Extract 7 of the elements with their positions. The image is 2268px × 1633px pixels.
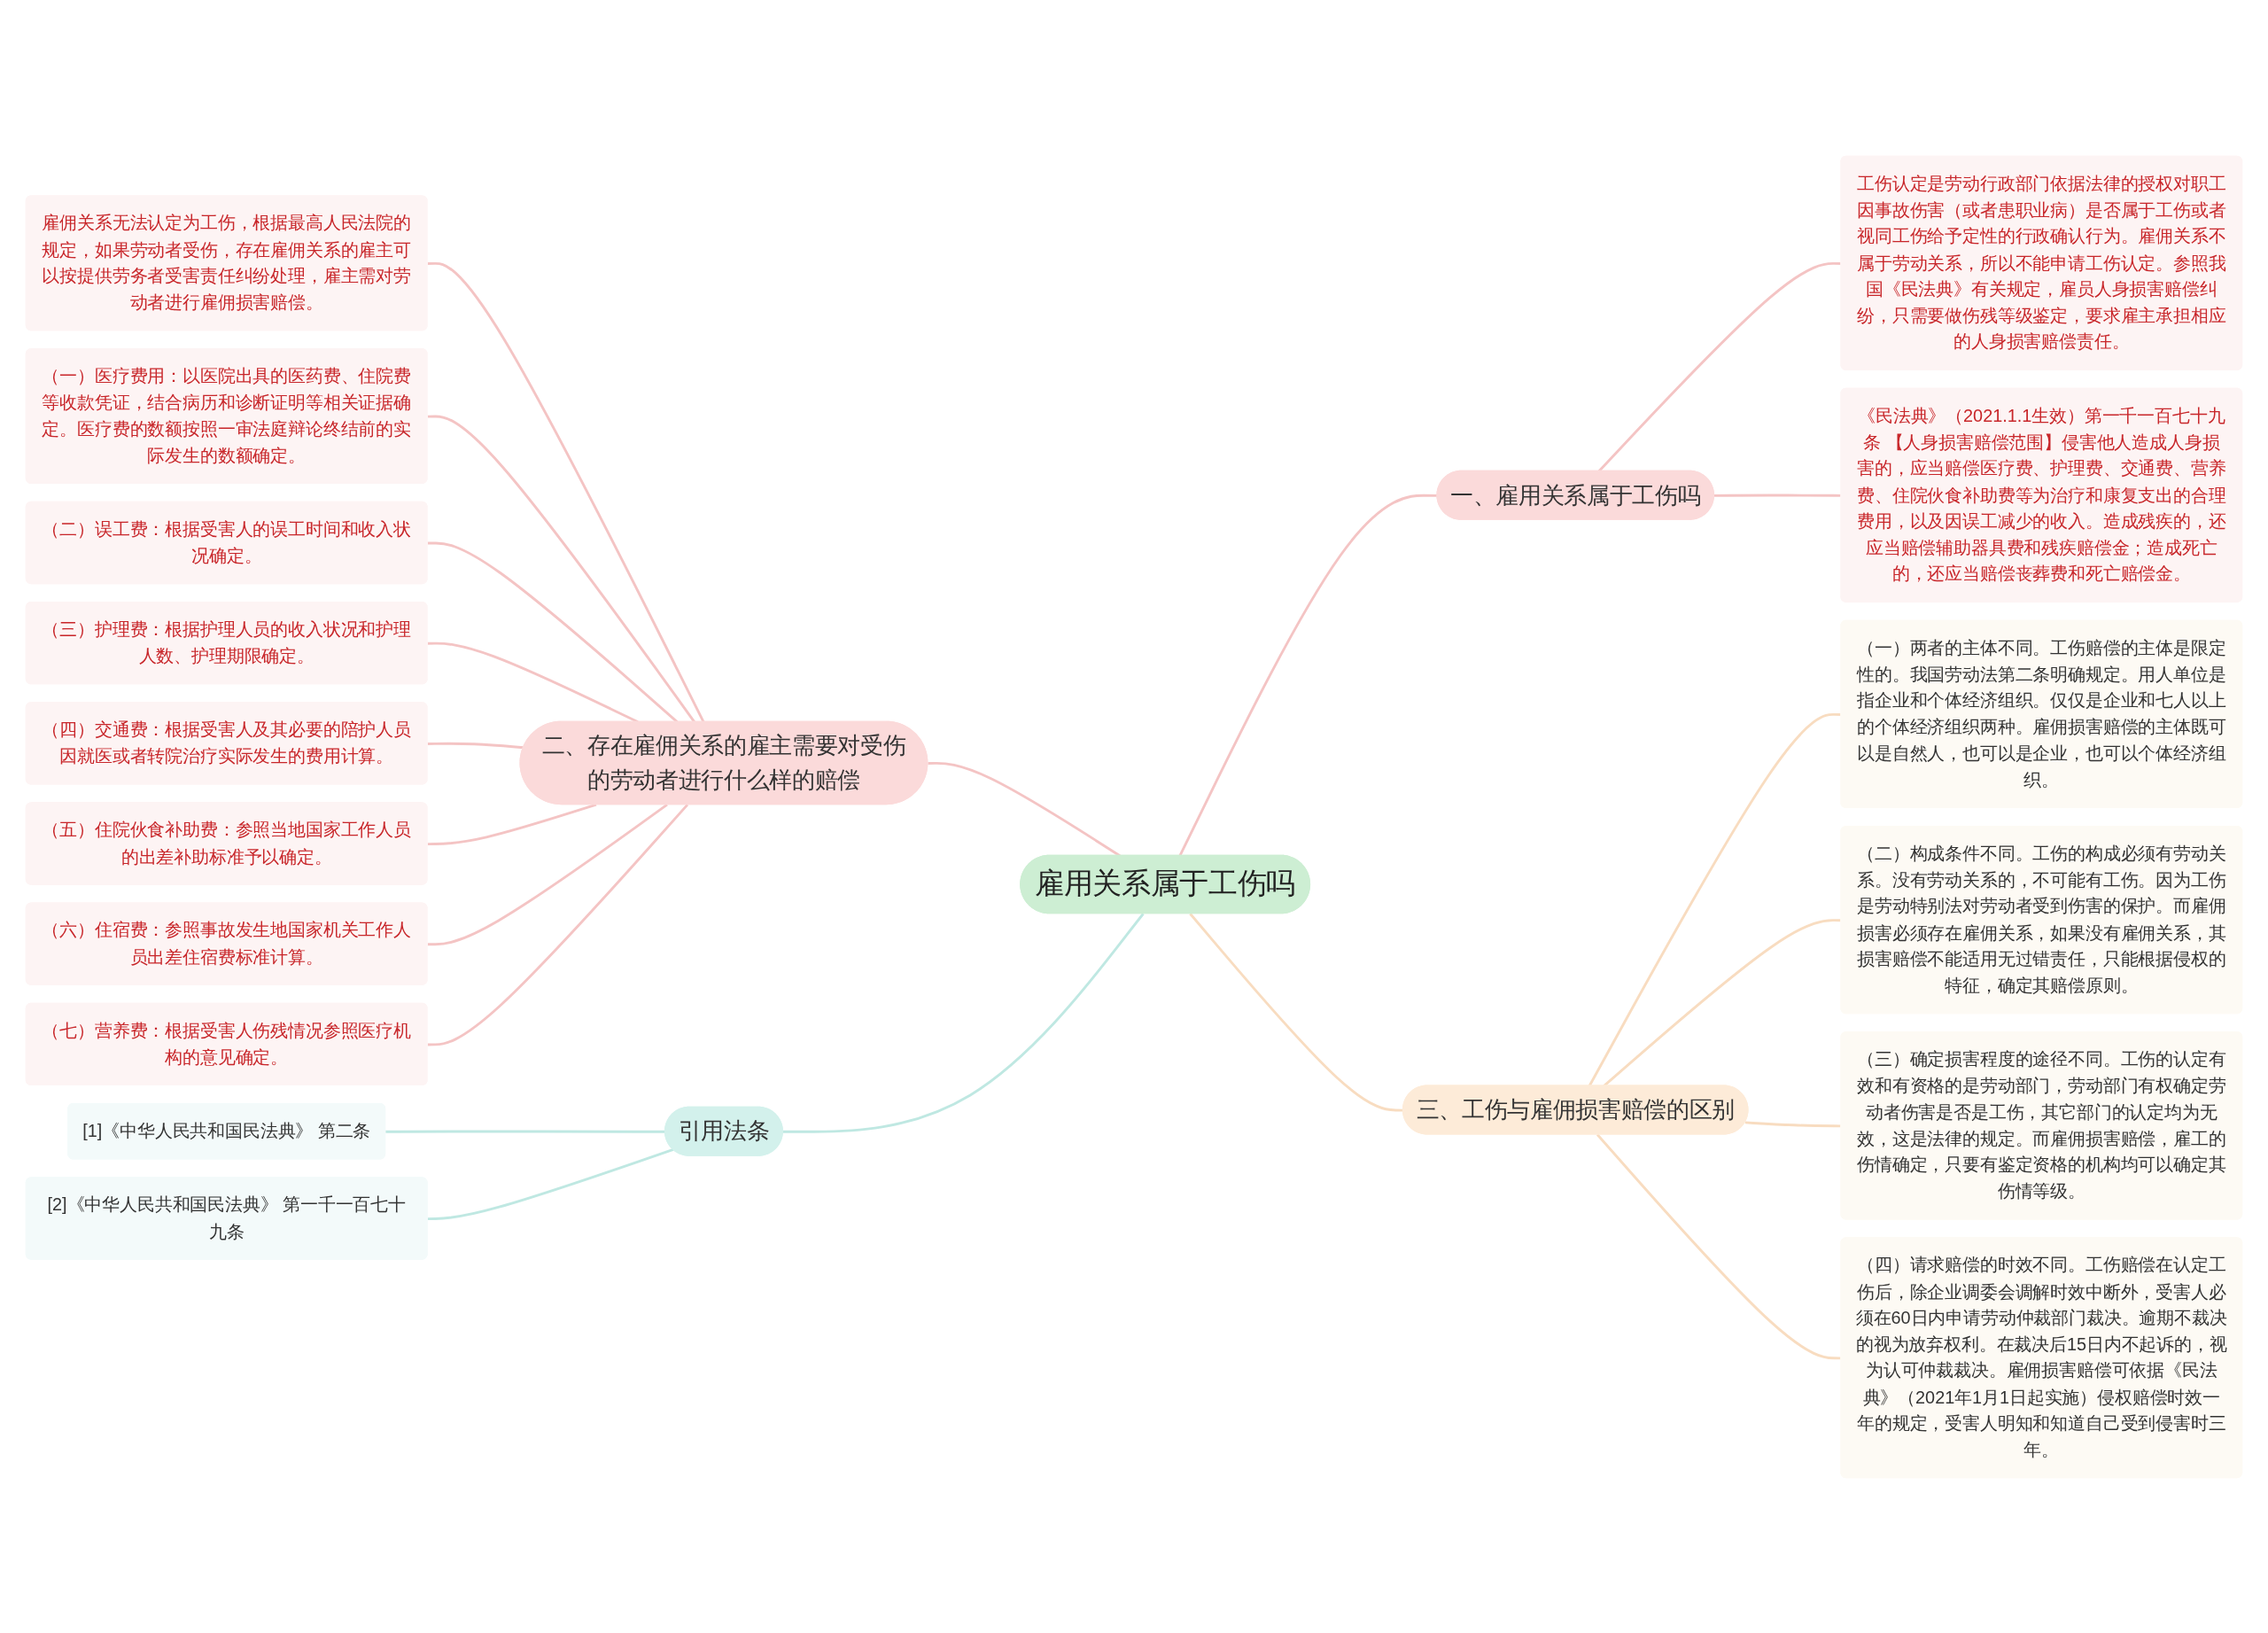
connector — [427, 803, 668, 945]
connector — [782, 912, 1145, 1133]
connector — [427, 803, 597, 845]
connector — [427, 1147, 674, 1220]
connector — [427, 261, 705, 722]
connector — [427, 742, 524, 749]
connector — [427, 803, 689, 1046]
